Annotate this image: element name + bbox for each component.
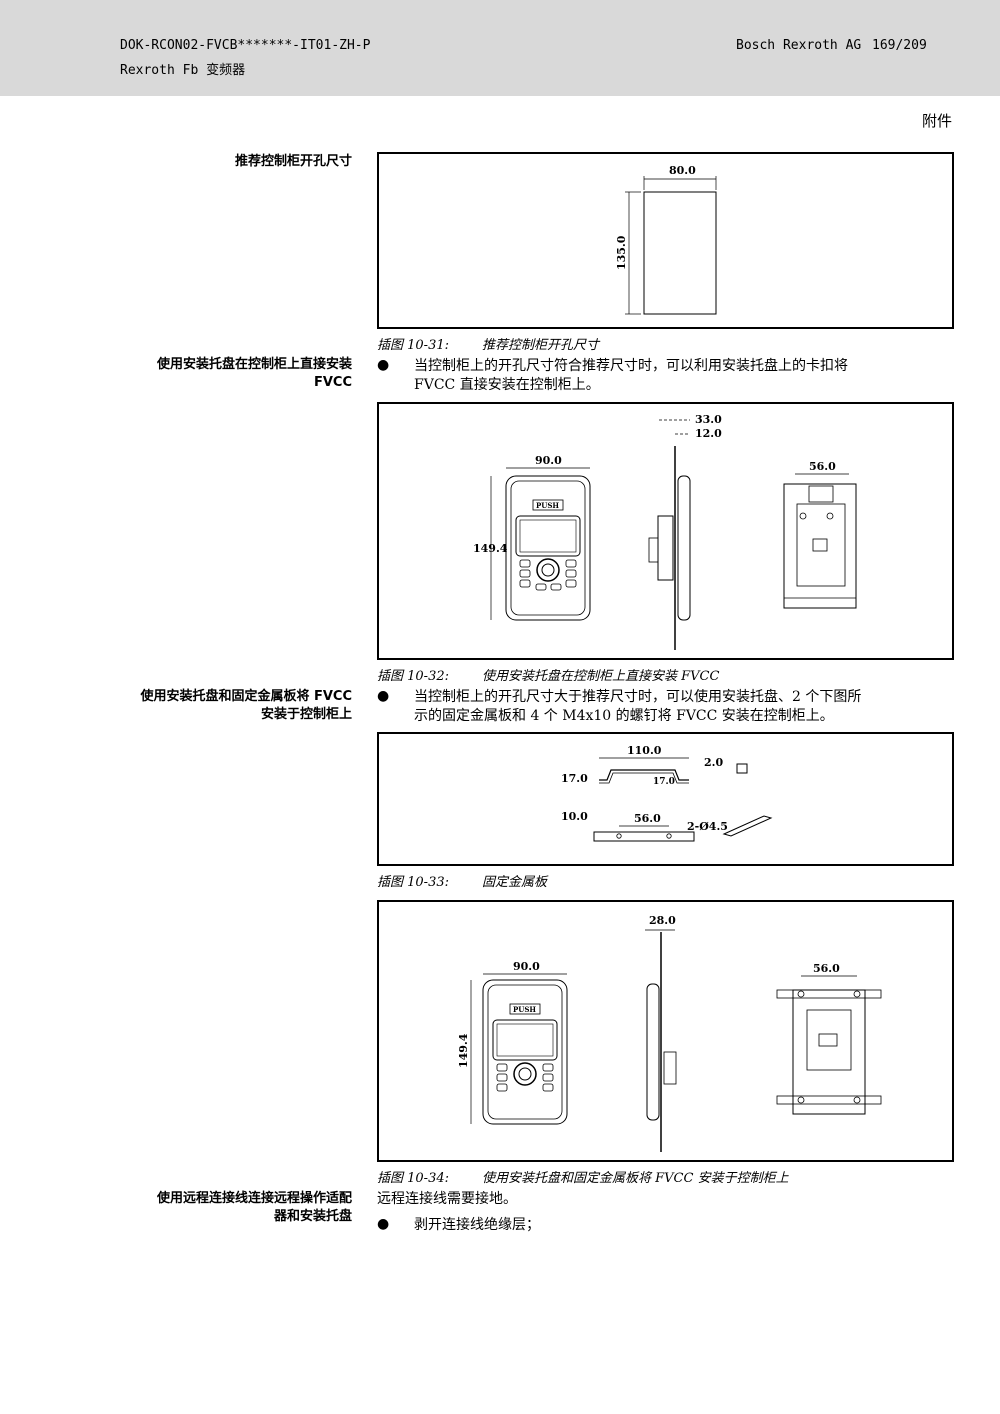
caption-fig-31: 插图 10-31: 推荐控制柜开孔尺寸 xyxy=(377,334,599,353)
caption-number: 插图 10-33: xyxy=(377,875,449,890)
dim-width: 90.0 xyxy=(535,454,562,467)
dim-height: 149.4 xyxy=(457,1033,470,1068)
page-header: DOK-RCON02-FVCB*******-IT01-ZH-P Rexroth… xyxy=(0,0,1000,96)
dim-length: 110.0 xyxy=(627,744,662,757)
direct-mount-drawing: PUSH 90.0 149.4 33.0 12.0 56.0 xyxy=(473,413,857,650)
paragraph-direct-mount: 当控制柜上的开孔尺寸符合推荐尺寸时，可以利用安装托盘上的卡扣将 FVCC 直接安… xyxy=(414,357,954,395)
dim-left: 17.0 xyxy=(561,772,588,785)
doc-id: DOK-RCON02-FVCB*******-IT01-ZH-P xyxy=(120,38,371,53)
dim-hole-distance: 56.0 xyxy=(634,812,661,825)
bullet: ● xyxy=(377,357,390,373)
heading-line: 使用远程连接线连接远程操作适配 xyxy=(156,1191,352,1206)
section-title: 附件 xyxy=(921,112,952,130)
caption-title: 推荐控制柜开孔尺寸 xyxy=(482,338,600,353)
caption-fig-32: 插图 10-32: 使用安装托盘在控制柜上直接安装 FVCC xyxy=(377,665,719,684)
dim-depth: 28.0 xyxy=(649,914,676,927)
paragraph-strip-insulation: 剥开连接线绝缘层； xyxy=(414,1217,540,1233)
paragraph-grounding: 远程连接线需要接地。 xyxy=(377,1191,517,1207)
caption-number: 插图 10-32: xyxy=(377,669,449,684)
push-label: PUSH xyxy=(536,501,559,510)
heading-line: 器和安装托盘 xyxy=(273,1209,352,1224)
heading-line: 使用安装托盘和固定金属板将 FVCC xyxy=(140,689,352,704)
cutout-drawing: 80.0 135.0 xyxy=(615,164,717,315)
caption-number: 插图 10-31: xyxy=(377,338,449,353)
figure-cutout: 80.0 135.0 xyxy=(377,152,954,329)
side-heading-plate-mount: 使用安装托盘和固定金属板将 FVCC 安装于控制柜上 xyxy=(102,688,352,724)
heading-line: FVCC xyxy=(313,375,352,390)
dim-width: 80.0 xyxy=(669,164,696,177)
caption-title: 固定金属板 xyxy=(482,875,548,890)
text-line: 当控制柜上的开孔尺寸大于推荐尺寸时，可以使用安装托盘、2 个下图所 xyxy=(414,689,862,705)
text-line: 当控制柜上的开孔尺寸符合推荐尺寸时，可以利用安装托盘上的卡扣将 xyxy=(414,358,848,374)
dim-hole-diameter: 2-Ø4.5 xyxy=(687,820,728,833)
caption-title: 使用安装托盘在控制柜上直接安装 FVCC xyxy=(482,669,720,684)
figure-direct-mount: PUSH 90.0 149.4 33.0 12.0 56.0 xyxy=(377,402,954,660)
heading-line: 使用安装托盘在控制柜上直接安装 xyxy=(156,357,352,372)
figure-metal-plate: 110.0 2.0 17.0 17.0 10.0 56.0 2-Ø4.5 xyxy=(377,732,954,866)
paragraph-plate-mount: 当控制柜上的开孔尺寸大于推荐尺寸时，可以使用安装托盘、2 个下图所 示的固定金属… xyxy=(414,688,954,726)
dim-back-width: 56.0 xyxy=(813,962,840,975)
side-heading-remote-cable: 使用远程连接线连接远程操作适配 器和安装托盘 xyxy=(102,1190,352,1226)
page-number: 169/209 xyxy=(872,38,927,53)
text-line: 示的固定金属板和 4 个 M4x10 的螺钉将 FVCC 安装在控制柜上。 xyxy=(414,708,834,724)
dim-depth: 33.0 xyxy=(695,413,722,426)
dim-back-width: 56.0 xyxy=(809,460,836,473)
figure-plate-mount: PUSH 90.0 149.4 28.0 56.0 xyxy=(377,900,954,1162)
company-name: Bosch Rexroth AG xyxy=(736,38,862,53)
metal-plate-drawing: 110.0 2.0 17.0 17.0 10.0 56.0 2-Ø4.5 xyxy=(561,744,773,842)
text-line: FVCC 直接安装在控制柜上。 xyxy=(414,377,600,393)
caption-fig-34: 插图 10-34: 使用安装托盘和固定金属板将 FVCC 安装于控制柜上 xyxy=(377,1167,789,1186)
dim-height: 149.4 xyxy=(473,542,508,555)
dim-depth-inner: 12.0 xyxy=(695,427,722,440)
caption-number: 插图 10-34: xyxy=(377,1171,449,1186)
dim-width: 90.0 xyxy=(513,960,540,973)
dim-right: 17.0 xyxy=(653,777,675,787)
caption-title: 使用安装托盘和固定金属板将 FVCC 安装于控制柜上 xyxy=(482,1171,789,1186)
heading-line: 安装于控制柜上 xyxy=(260,707,352,722)
product-name: Rexroth Fb 变频器 xyxy=(120,63,246,78)
plate-mount-drawing: PUSH 90.0 149.4 28.0 56.0 xyxy=(457,914,882,1152)
dim-thickness: 2.0 xyxy=(704,756,723,769)
bullet: ● xyxy=(377,1216,390,1232)
dim-height: 10.0 xyxy=(561,810,588,823)
push-label: PUSH xyxy=(513,1005,536,1014)
bullet: ● xyxy=(377,688,390,704)
dim-height: 135.0 xyxy=(615,235,628,270)
caption-fig-33: 插图 10-33: 固定金属板 xyxy=(377,871,547,890)
side-heading-cutout: 推荐控制柜开孔尺寸 xyxy=(234,154,352,169)
side-heading-direct-mount: 使用安装托盘在控制柜上直接安装 FVCC xyxy=(102,356,352,392)
